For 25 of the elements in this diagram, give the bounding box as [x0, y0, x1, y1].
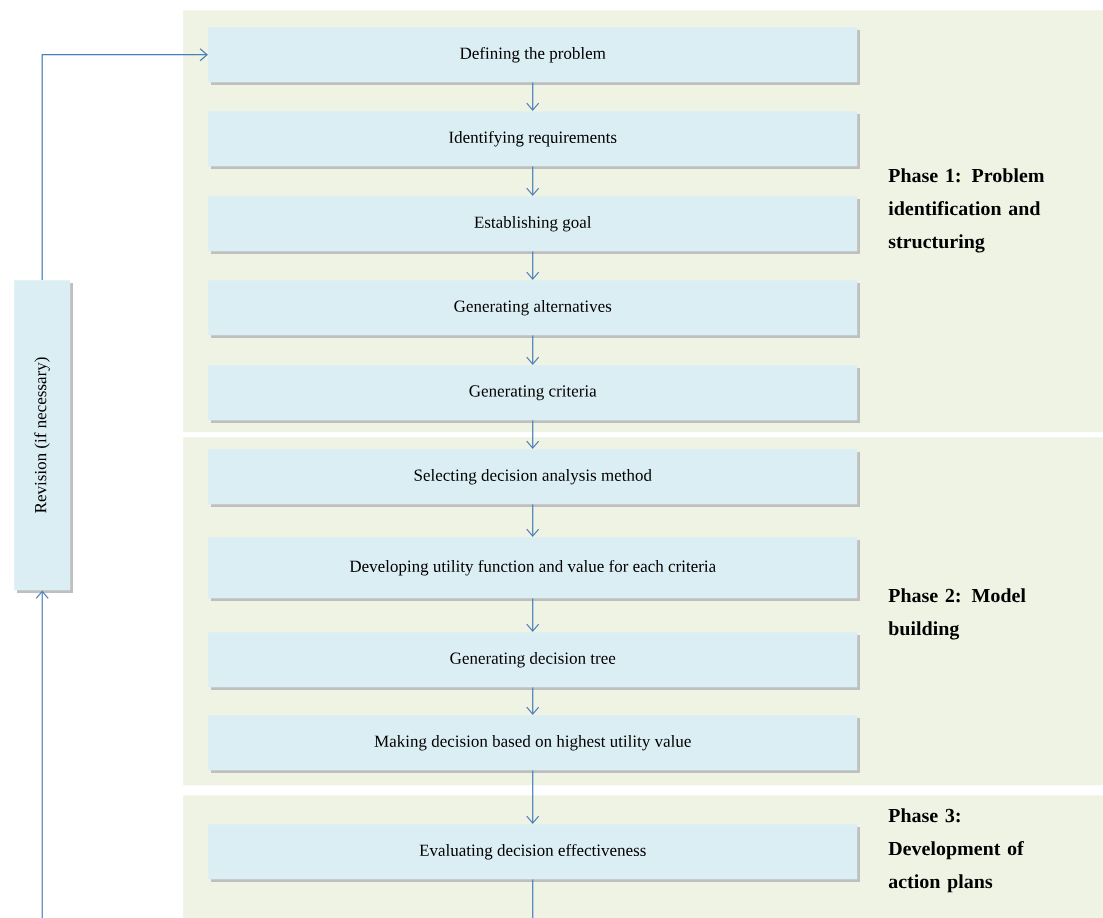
- process-box: Generating criteria: [208, 365, 860, 423]
- arrow: [526, 334, 540, 365]
- process-box: Establishing goal: [208, 196, 860, 254]
- arrow: [526, 686, 540, 715]
- process-box: Generating alternatives: [208, 280, 860, 338]
- arrow: [526, 419, 540, 449]
- process-box: Generating decision tree: [208, 632, 860, 690]
- process-box: Defining the problem: [208, 27, 860, 85]
- process-box: Identifying requirements: [208, 111, 860, 169]
- arrow: [526, 165, 540, 196]
- phase-heading: Phase 3: Development of action plans: [888, 808, 1024, 893]
- arrow: [41, 48, 208, 281]
- arrow: [35, 590, 534, 918]
- revision-box: Revision (if necessary): [14, 280, 73, 593]
- arrow: [526, 250, 540, 280]
- process-box: Developing utility function and value for each criteria: [208, 537, 860, 601]
- process-box: Evaluating decision effectiveness: [208, 824, 860, 882]
- arrow: [526, 81, 540, 111]
- arrow: [526, 597, 540, 632]
- process-box: Selecting decision analysis method: [208, 449, 860, 507]
- phase-heading: Phase 2: Model building: [888, 588, 1026, 640]
- phase-heading: Phase 1: Problem identification and structuring: [888, 168, 1045, 253]
- process-box: Making decision based on highest utility value: [208, 715, 860, 773]
- arrow: [526, 503, 540, 537]
- arrow: [526, 769, 540, 824]
